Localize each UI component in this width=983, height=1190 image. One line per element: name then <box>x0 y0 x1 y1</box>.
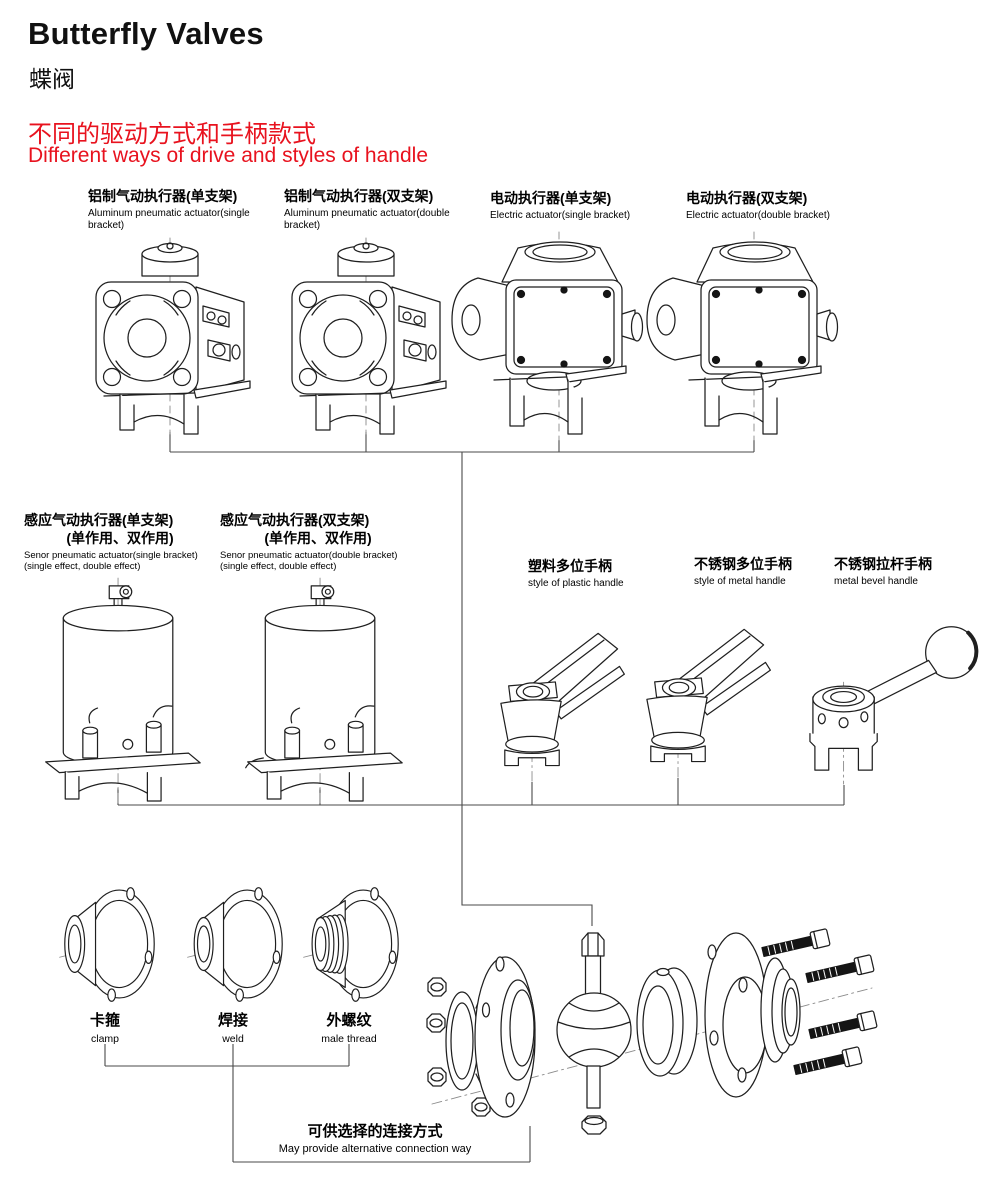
label-clamp: 卡箍 clamp <box>52 1012 158 1045</box>
subtitle-cn: 不同的驱动方式和手柄款式 <box>28 121 316 148</box>
label-plastic-handle: 塑料多位手柄 style of plastic handle <box>528 558 668 590</box>
label-cn: 电动执行器(双支架) <box>686 190 808 206</box>
label-sensor-actuator-single: 感应气动执行器(单支架) (单作用、双作用) Senor pneumatic a… <box>24 512 216 573</box>
sensor-actuator-drawing <box>45 577 201 804</box>
sensor-actuator-double-figure <box>234 576 410 806</box>
page-title: Butterfly Valves <box>28 16 264 51</box>
label-en: style of metal handle <box>694 575 786 587</box>
sensor-actuator-drawing <box>245 577 403 804</box>
electric-actuator-single-figure <box>446 228 651 443</box>
label-en2: (single effect, double effect) <box>220 561 337 573</box>
label-en: male thread <box>321 1032 377 1045</box>
plastic-handle-figure <box>460 610 640 785</box>
metal-handle-drawing <box>646 628 771 780</box>
bevel-handle-drawing <box>809 626 979 785</box>
weld-connection-figure <box>180 876 286 1012</box>
page-title-cn: 蝶阀 <box>29 66 75 92</box>
clamp-flange-drawing <box>59 887 155 1002</box>
label-cn: 感应气动执行器(单支架) <box>24 512 174 528</box>
thread-flange-drawing <box>303 887 399 1002</box>
label-metal-handle: 不锈钢多位手柄 style of metal handle <box>694 556 834 588</box>
label-male-thread: 外螺纹 male thread <box>296 1012 402 1045</box>
label-en: Electric actuator(double bracket) <box>686 209 830 221</box>
bevel-handle-figure <box>800 608 983 786</box>
note-cn: 可供选择的连接方式 <box>307 1123 443 1140</box>
aluminum-pneumatic-actuator-single-figure <box>70 232 270 437</box>
sensor-actuator-single-figure <box>32 576 208 806</box>
label-cn: 不锈钢多位手柄 <box>694 556 792 572</box>
label-cn2: (单作用、双作用) <box>66 529 174 546</box>
label-cn2: (单作用、双作用) <box>264 529 372 546</box>
exploded-valve-drawing <box>426 928 878 1135</box>
electric-actuator-drawing <box>451 231 644 441</box>
label-cn: 不锈钢拉杆手柄 <box>834 556 932 572</box>
aluminum-pneumatic-actuator-double-figure <box>266 232 466 437</box>
label-electric-actuator-single: 电动执行器(单支架) Electric actuator(single brac… <box>490 190 680 222</box>
label-en: metal bevel handle <box>834 575 918 587</box>
label-cn: 电动执行器(单支架) <box>490 190 612 206</box>
metal-handle-figure <box>606 606 786 781</box>
label-sensor-actuator-double: 感应气动执行器(双支架) (单作用、双作用) Senor pneumatic a… <box>220 512 416 573</box>
label-en: Electric actuator(single bracket) <box>490 209 631 221</box>
label-en2: (single effect, double effect) <box>24 561 141 573</box>
label-bevel-handle: 不锈钢拉杆手柄 metal bevel handle <box>834 556 974 588</box>
subtitle-en: Different ways of drive and styles of ha… <box>28 144 428 167</box>
label-cn: 铝制气动执行器(单支架) <box>88 188 238 204</box>
label-en: Senor pneumatic actuator(single bracket) <box>24 550 198 561</box>
label-en: Aluminum pneumatic actuator(single brack… <box>88 207 250 231</box>
label-en: Senor pneumatic actuator(double bracket) <box>220 550 398 561</box>
weld-flange-drawing <box>187 887 283 1002</box>
plastic-handle-drawing <box>500 632 625 784</box>
male-thread-connection-figure <box>296 876 402 1012</box>
clamp-connection-figure <box>52 876 158 1012</box>
aluminum-actuator-drawing <box>95 237 251 435</box>
label-cn: 卡箍 <box>89 1012 120 1029</box>
label-en: clamp <box>90 1032 119 1045</box>
label-electric-actuator-double: 电动执行器(双支架) Electric actuator(double brac… <box>686 190 876 222</box>
note-en: May provide alternative connection way <box>278 1143 472 1155</box>
label-cn: 焊接 <box>217 1012 248 1029</box>
label-en: Aluminum pneumatic actuator(double brack… <box>284 207 450 231</box>
aluminum-actuator-drawing <box>291 237 447 435</box>
label-en: style of plastic handle <box>528 577 624 589</box>
label-cn: 外螺纹 <box>326 1012 372 1029</box>
label-cn: 塑料多位手柄 <box>528 558 612 574</box>
electric-actuator-drawing <box>646 231 839 441</box>
label-aluminum-actuator-double: 铝制气动执行器(双支架) Aluminum pneumatic actuator… <box>284 188 456 232</box>
label-weld: 焊接 weld <box>180 1012 286 1045</box>
exploded-valve-figure <box>402 916 902 1166</box>
label-cn: 感应气动执行器(双支架) <box>220 512 370 528</box>
connection-ways-note: 可供选择的连接方式 May provide alternative connec… <box>245 1120 505 1155</box>
electric-actuator-double-figure <box>641 228 846 443</box>
label-en: weld <box>222 1032 244 1045</box>
label-cn: 铝制气动执行器(双支架) <box>284 188 434 204</box>
label-aluminum-actuator-single: 铝制气动执行器(单支架) Aluminum pneumatic actuator… <box>88 188 260 232</box>
